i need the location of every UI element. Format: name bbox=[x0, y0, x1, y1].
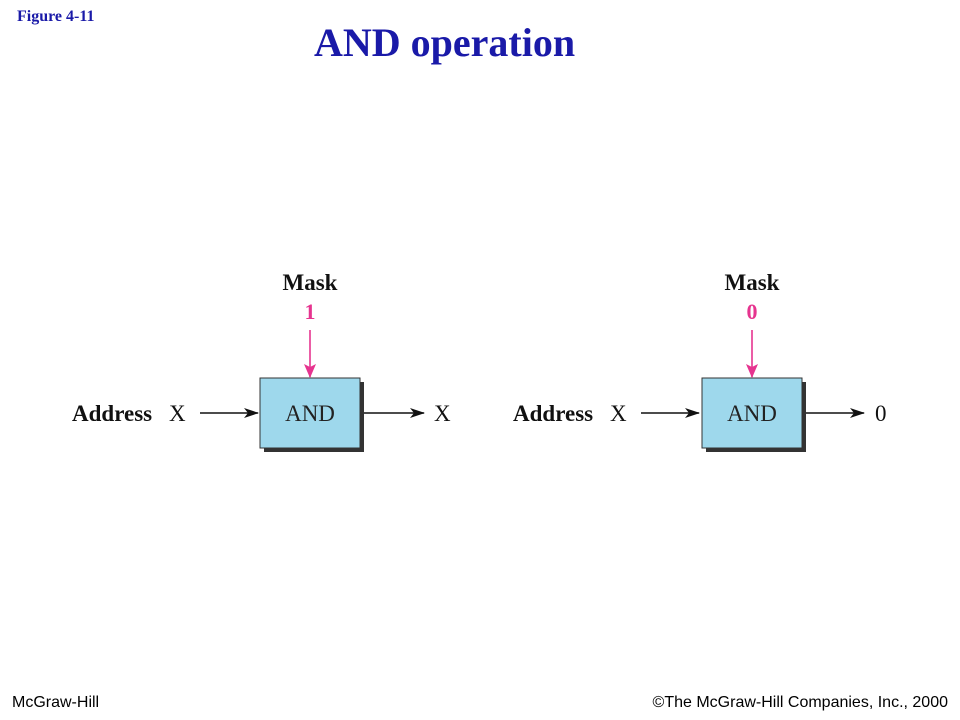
output-arrowhead bbox=[850, 408, 865, 418]
mask-label: Mask bbox=[725, 270, 780, 295]
input-variable: X bbox=[610, 401, 627, 426]
input-label: Address bbox=[513, 401, 593, 426]
input-arrowhead bbox=[244, 408, 259, 418]
input-label: Address bbox=[72, 401, 152, 426]
footer-publisher: McGraw-Hill bbox=[12, 694, 100, 711]
and-box-label: AND bbox=[727, 401, 777, 426]
footer-copyright: ©The McGraw-Hill Companies, Inc., 2000 bbox=[652, 694, 948, 711]
and-box bbox=[259, 377, 361, 449]
mask-arrowhead bbox=[746, 364, 758, 378]
and-panel-1: Mask 1 Address X AND X bbox=[72, 270, 451, 452]
mask-value: 1 bbox=[305, 299, 316, 324]
input-arrowhead bbox=[685, 408, 700, 418]
and-panel-2: Mask 0 Address X AND 0 bbox=[513, 270, 887, 452]
and-box bbox=[701, 377, 803, 449]
output-value: 0 bbox=[875, 401, 887, 426]
mask-value: 0 bbox=[747, 299, 758, 324]
input-variable: X bbox=[169, 401, 186, 426]
output-value: X bbox=[434, 401, 451, 426]
mask-arrowhead bbox=[304, 364, 316, 378]
and-box-label: AND bbox=[285, 401, 335, 426]
mask-label: Mask bbox=[283, 270, 338, 295]
page-title: AND operation bbox=[314, 20, 576, 65]
figure-label: Figure 4-11 bbox=[17, 8, 95, 25]
output-arrowhead bbox=[410, 408, 425, 418]
